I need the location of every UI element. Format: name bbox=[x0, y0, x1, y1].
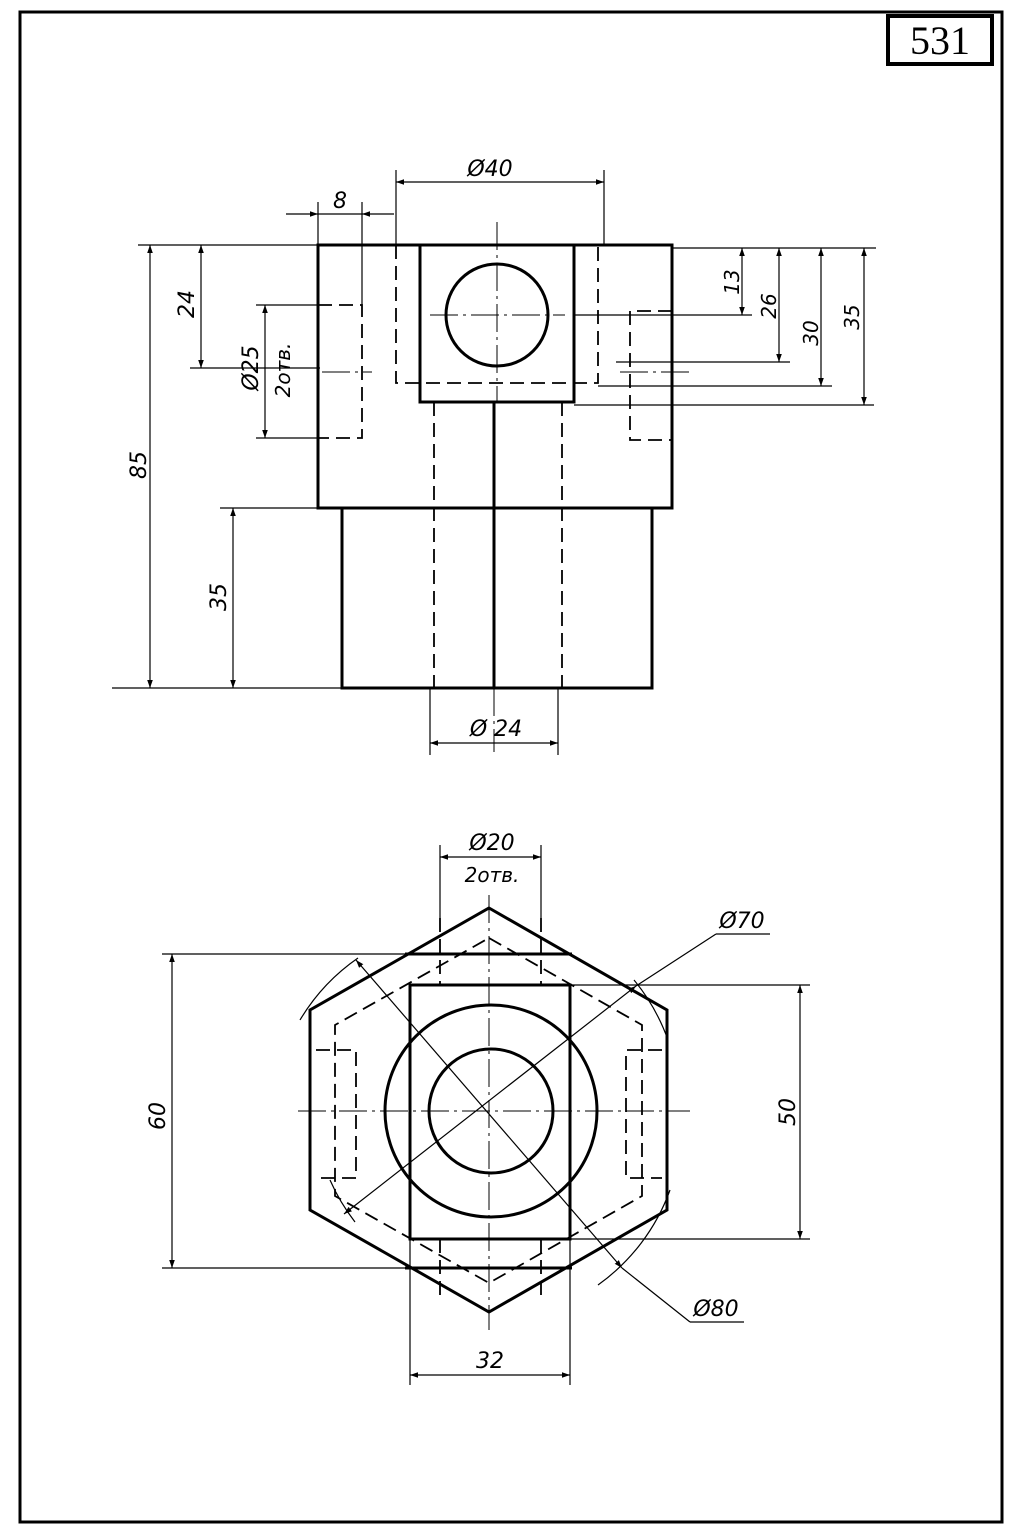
dim-w32-label: 32 bbox=[476, 1349, 504, 1374]
front-view: Ø40 8 24 Ø25 2отв. 85 35 Ø 24 13 26 30 3… bbox=[112, 157, 876, 755]
dim-w8-label: 8 bbox=[333, 189, 347, 214]
top-dimension-lines bbox=[169, 854, 803, 1378]
front-center-lines bbox=[322, 222, 692, 752]
dim-h24-label: 24 bbox=[175, 290, 200, 318]
dim-d20-label: Ø20 bbox=[468, 831, 514, 856]
arc-d70-bottom-left bbox=[329, 1179, 356, 1223]
dim-d24-label: Ø 24 bbox=[469, 717, 522, 742]
dim-d70-label: Ø70 bbox=[718, 909, 764, 934]
top-view: Ø20 2отв. Ø70 60 50 Ø80 32 bbox=[146, 831, 810, 1385]
dim-h13-label: 13 bbox=[720, 269, 744, 294]
front-lower-cylinder bbox=[340, 506, 654, 690]
dim-h50-label: 50 bbox=[776, 1098, 801, 1126]
sheet-number-box: 531 bbox=[886, 14, 994, 66]
front-extension-lines bbox=[112, 170, 876, 755]
arc-d80-bottom-right bbox=[597, 1189, 671, 1286]
dim-d80-label: Ø80 bbox=[692, 1297, 738, 1322]
dim-d40-label: Ø40 bbox=[466, 157, 512, 182]
dim-h85-label: 85 bbox=[127, 451, 152, 479]
arc-d70-top-right bbox=[633, 979, 669, 1041]
sheet-number: 531 bbox=[910, 17, 970, 63]
dim-d25-label: Ø25 bbox=[239, 345, 264, 391]
dim-h35-right-label: 35 bbox=[840, 304, 864, 329]
dim-d25-holes-label: 2отв. bbox=[271, 343, 295, 398]
front-dimension-lines bbox=[147, 179, 867, 746]
arc-d80-top-left bbox=[299, 957, 359, 1021]
dim-h26-label: 26 bbox=[757, 293, 781, 318]
front-hidden-lines bbox=[318, 245, 672, 688]
dim-h60-label: 60 bbox=[146, 1102, 171, 1130]
dim-h35-left-label: 35 bbox=[207, 583, 232, 611]
sheet-frame bbox=[18, 10, 1004, 1524]
dim-d20-holes-label: 2отв. bbox=[465, 863, 520, 887]
dim-h30-label: 30 bbox=[799, 320, 823, 345]
